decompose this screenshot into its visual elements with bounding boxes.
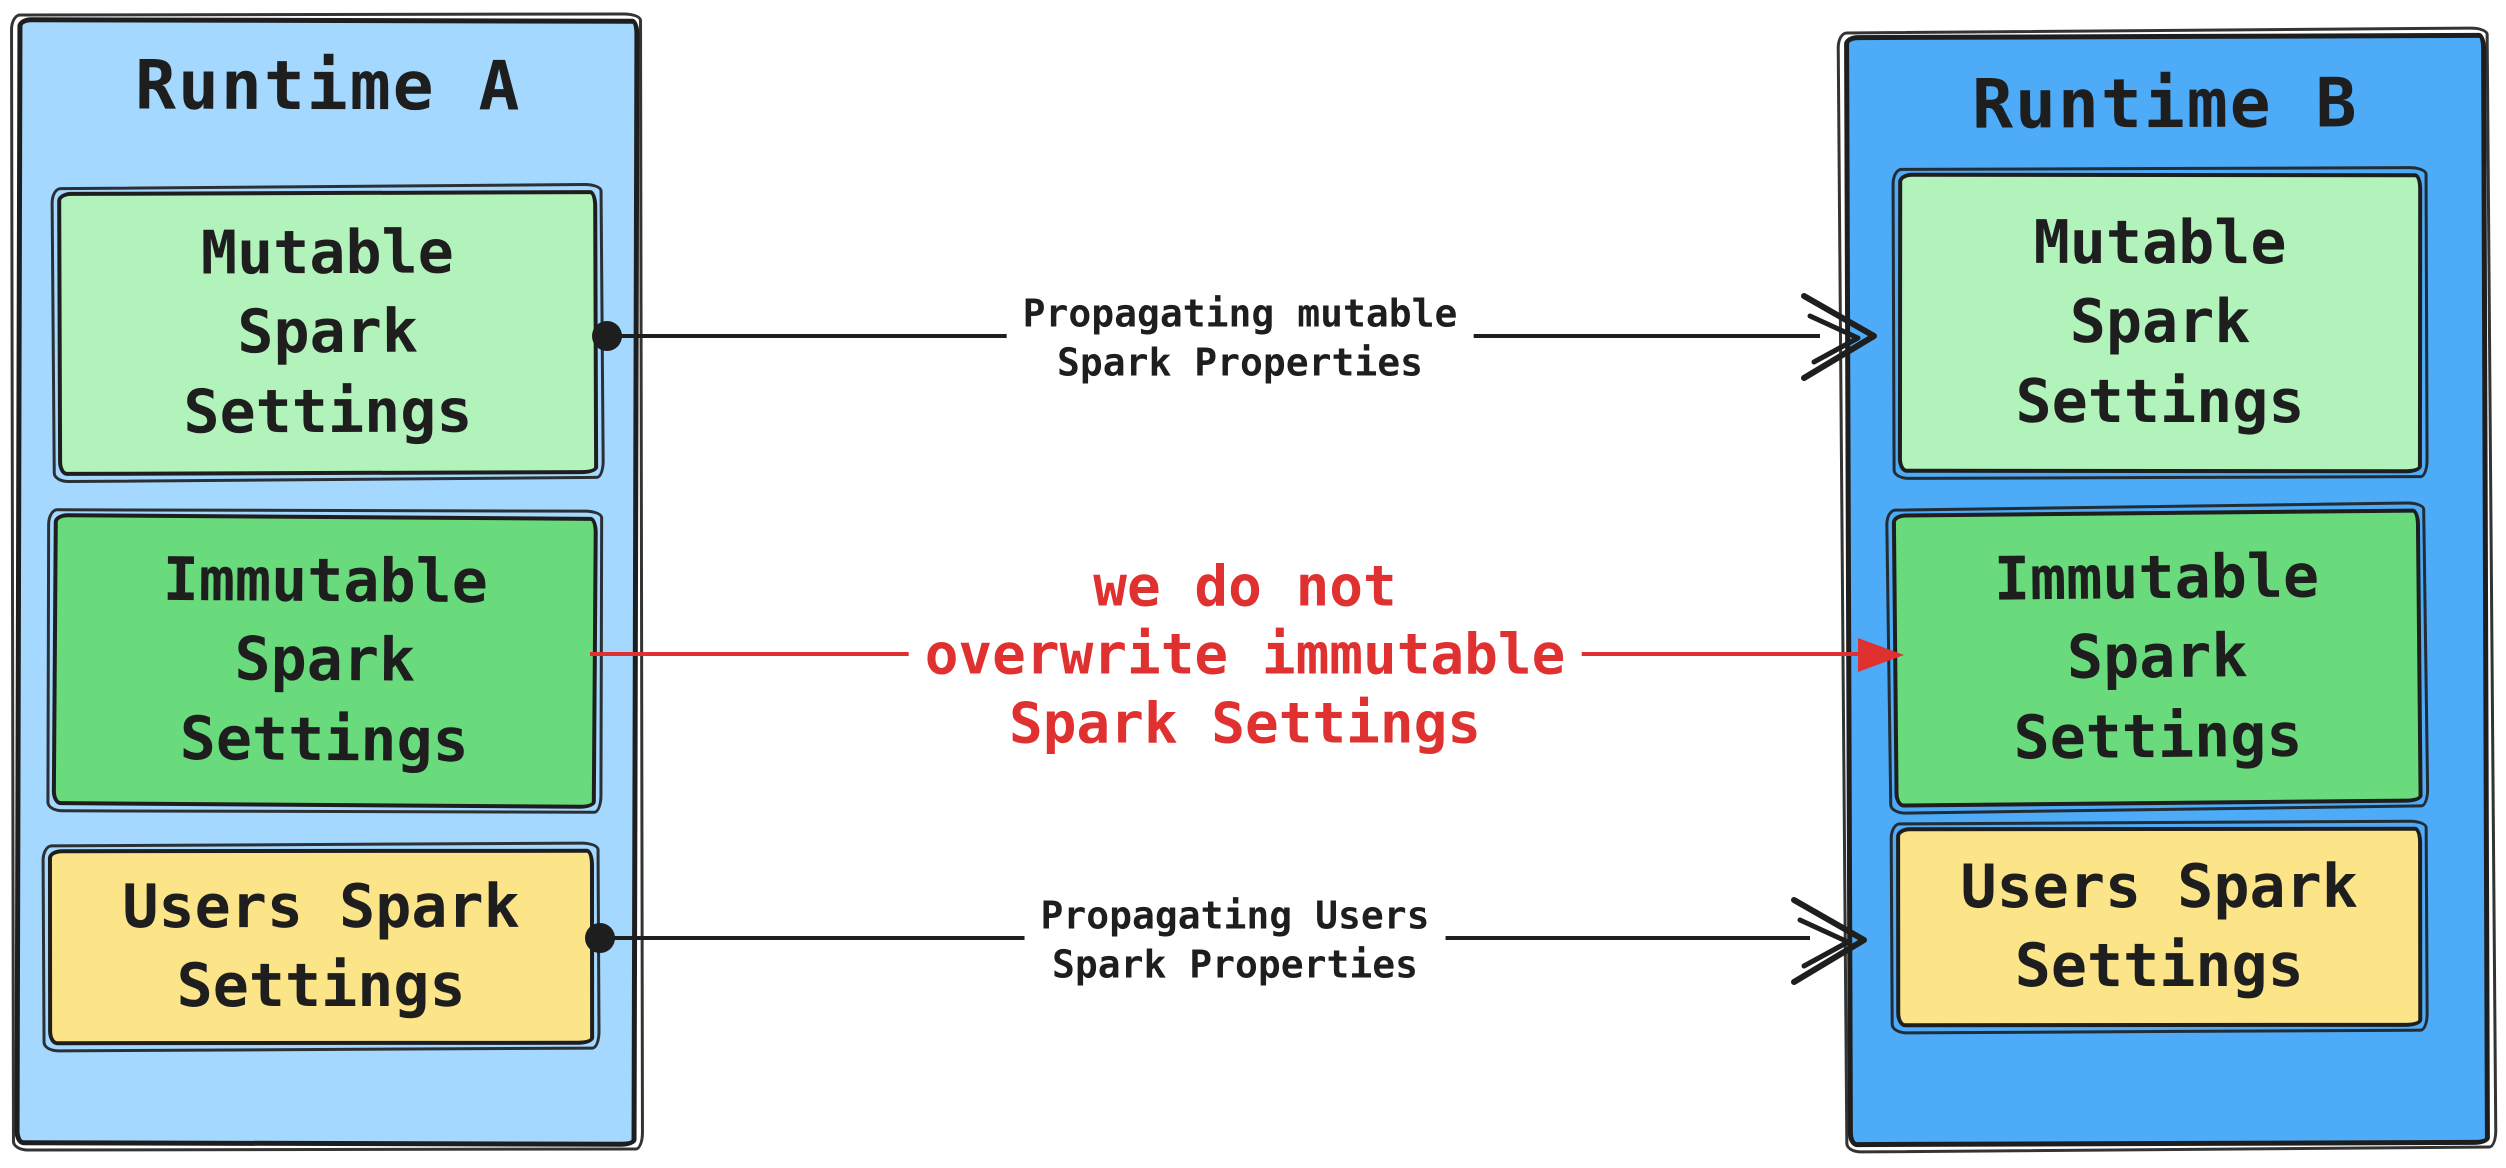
box-mutable-b-label: Mutable Spark Settings <box>2015 208 2305 437</box>
box-immutable-a: Immutable Spark Settings <box>51 513 598 809</box>
runtime-a-title: Runtime A <box>134 46 522 127</box>
box-immutable-b: Immutable Spark Settings <box>1891 508 2423 808</box>
arrow-immutable-label-line3: Spark Settings <box>1008 691 1481 757</box>
arrow-users-label: Propagating Users Spark Properties <box>1024 887 1446 993</box>
box-users-b-label: Users Spark Settings <box>1960 851 2358 1002</box>
box-immutable-b-label: Immutable Spark Settings <box>1993 541 2320 774</box>
box-mutable-a-label: Mutable Spark Settings <box>183 217 473 448</box>
red-arrowhead-icon <box>1858 638 1904 672</box>
arrow-chevron-icon <box>1791 897 1867 985</box>
arrow-users-start-dot <box>585 923 615 953</box>
box-immutable-a-label: Immutable Spark Settings <box>162 545 489 776</box>
box-users-b: Users Spark Settings <box>1896 826 2423 1028</box>
arrow-immutable-label-line2: overwrite immutable <box>924 622 1566 688</box>
arrow-immutable-label: we do not overwrite immutable Spark Sett… <box>908 549 1582 763</box>
runtime-a-container: Runtime A Mutable Spark Settings Immutab… <box>14 17 640 1147</box>
arrow-mutable-label-line2: Spark Properties <box>1056 340 1424 384</box>
arrow-users-label-line2: Spark Properties <box>1051 942 1419 986</box>
runtime-b-title: Runtime B <box>1971 64 2359 145</box>
box-users-a-label: Users Spark Settings <box>122 871 520 1022</box>
arrow-mutable-label: Propagating mutable Spark Properties <box>1006 285 1474 391</box>
box-mutable-a: Mutable Spark Settings <box>57 190 599 476</box>
arrow-mutable-start-dot <box>592 321 622 351</box>
box-mutable-b: Mutable Spark Settings <box>1897 172 2423 474</box>
arrow-users-label-line1: Propagating Users <box>1040 893 1430 938</box>
arrow-mutable-label-line1: Propagating mutable <box>1022 291 1458 336</box>
arrow-immutable-label-line1: we do not <box>1093 554 1397 620</box>
box-users-a: Users Spark Settings <box>47 848 595 1046</box>
runtime-b-container: Runtime B Mutable Spark Settings Immutab… <box>1844 32 2490 1148</box>
arrow-chevron-icon <box>1801 293 1877 381</box>
